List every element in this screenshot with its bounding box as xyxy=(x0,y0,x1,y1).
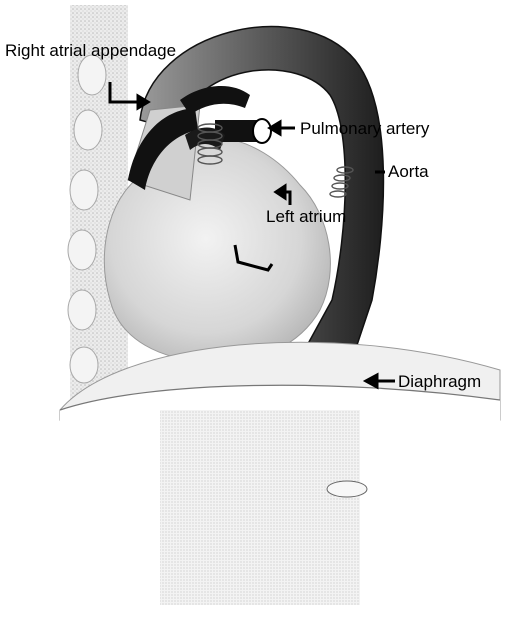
left-atrium-label: Left atrium xyxy=(266,208,346,225)
diaphragm-label: Diaphragm xyxy=(398,373,481,390)
right-atrial-appendage-label: Right atrial appendage xyxy=(5,42,176,59)
abdomen-organs xyxy=(160,410,367,605)
pulmonary-artery-label: Pulmonary artery xyxy=(300,120,429,137)
aorta-label: Aorta xyxy=(388,163,429,180)
right-atrial-appendage-region xyxy=(128,105,200,200)
